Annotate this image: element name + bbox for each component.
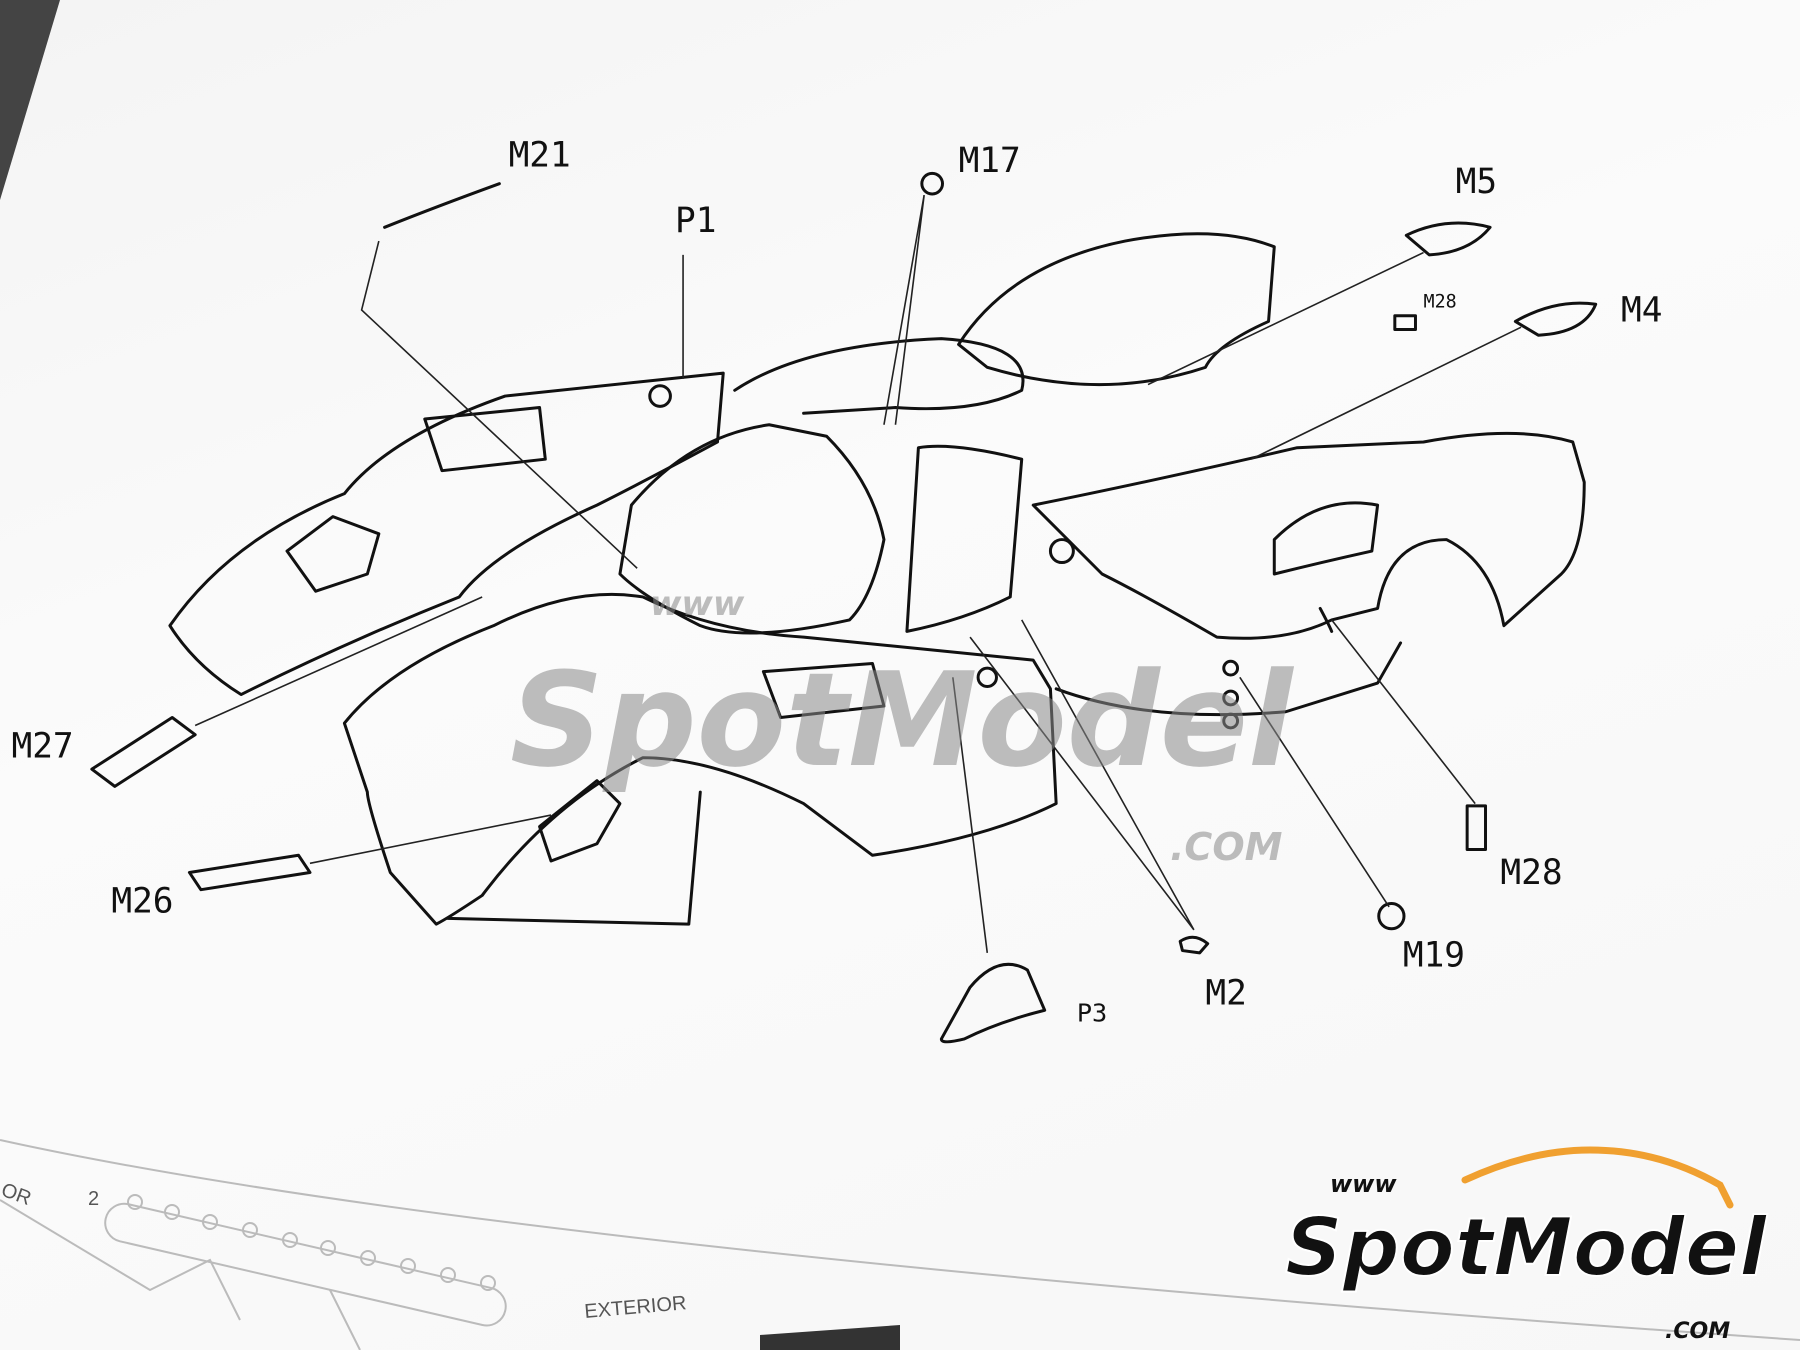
watermark-suffix: .COM: [1170, 825, 1283, 869]
label-m28-small: M28: [1424, 292, 1457, 313]
label-p1: P1: [675, 201, 716, 241]
decal-number: 2: [88, 1188, 99, 1210]
loose-parts: [90, 171, 1598, 1044]
label-m5: M5: [1456, 162, 1497, 202]
watermark-brand: SpotModel: [510, 644, 1295, 796]
background-corner: [0, 0, 60, 200]
label-m17: M17: [959, 141, 1021, 181]
spotmodel-logo: www SpotModel .COM: [1284, 1146, 1769, 1344]
watermark: www SpotModel .COM: [510, 584, 1295, 869]
decal-sheet-edge: OR 2 EXTERIOR: [0, 1139, 1800, 1350]
label-m27: M27: [11, 727, 73, 767]
label-p3: P3: [1077, 999, 1107, 1028]
leader-lines: [194, 195, 1522, 953]
watermark-prefix: www: [650, 584, 745, 624]
logo-suffix: .COM: [1665, 1319, 1730, 1344]
label-m2: M2: [1205, 974, 1246, 1014]
label-m19: M19: [1403, 936, 1465, 976]
car-body-drawing: [168, 232, 1586, 926]
part-labels: M21 P1 M17 M5 M28 M4 M27 M26 M2 M19 M28 …: [11, 135, 1662, 1027]
label-m4: M4: [1621, 290, 1662, 330]
label-m26: M26: [111, 882, 173, 922]
label-m28: M28: [1500, 853, 1562, 893]
label-m21: M21: [509, 135, 571, 175]
logo-brand: SpotModel: [1285, 1201, 1768, 1294]
sheet-section-label: EXTERIOR: [584, 1292, 688, 1323]
decal-circles: [127, 1194, 496, 1291]
sheet-partial-label: OR: [0, 1179, 34, 1210]
logo-prefix: www: [1330, 1170, 1397, 1198]
